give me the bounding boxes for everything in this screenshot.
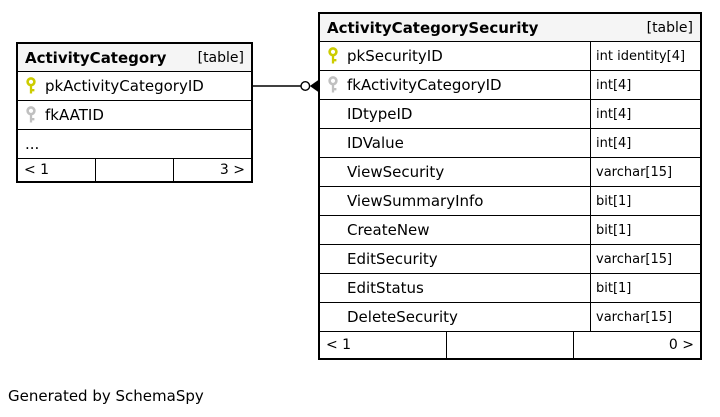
primary-key-icon: [26, 77, 36, 94]
table-row: pkSecurityID int identity[4]: [320, 42, 700, 71]
column-cell: EditStatus: [320, 274, 590, 302]
column-name: IDValue: [347, 134, 404, 152]
column-cell: CreateNew: [320, 216, 590, 244]
column-type: int[4]: [590, 71, 700, 99]
pager-spacer: [446, 332, 574, 358]
table-row-ellipsis: ...: [18, 130, 251, 159]
table-row: CreateNew bit[1]: [320, 216, 700, 245]
relationship-connector: [253, 80, 318, 92]
column-name: CreateNew: [347, 221, 430, 239]
column-type: varchar[15]: [590, 158, 700, 186]
table-row: ViewSummaryInfo bit[1]: [320, 187, 700, 216]
column-name: ViewSecurity: [347, 163, 445, 181]
column-cell: fkAATID: [18, 101, 251, 129]
column-name: pkActivityCategoryID: [45, 77, 204, 95]
column-cell: pkSecurityID: [320, 42, 590, 70]
column-cell: EditSecurity: [320, 245, 590, 273]
parents-count: < 1: [24, 162, 50, 178]
table-row: IDValue int[4]: [320, 129, 700, 158]
many-arrowhead-icon: [309, 80, 318, 92]
table-row: fkAATID: [18, 101, 251, 130]
relationship-count-bar: < 1 0 >: [320, 332, 700, 358]
pager-spacer: [95, 159, 174, 181]
column-name: DeleteSecurity: [347, 308, 458, 326]
column-cell: DeleteSecurity: [320, 303, 590, 331]
column-type: int[4]: [590, 129, 700, 157]
table-row: EditSecurity varchar[15]: [320, 245, 700, 274]
table-header[interactable]: ActivityCategory [table]: [18, 44, 251, 72]
table-row: DeleteSecurity varchar[15]: [320, 303, 700, 332]
children-count: 0 >: [668, 337, 694, 353]
table-title[interactable]: ActivityCategorySecurity: [327, 18, 539, 37]
column-name: fkActivityCategoryID: [347, 76, 502, 94]
table-row: fkActivityCategoryID int[4]: [320, 71, 700, 100]
table-node-activitycategory[interactable]: ActivityCategory [table] pkActivityCateg…: [16, 42, 253, 183]
table-type-tag: [table]: [197, 49, 244, 66]
column-cell: ViewSecurity: [320, 158, 590, 186]
column-type: int identity[4]: [590, 42, 700, 70]
table-header[interactable]: ActivityCategorySecurity [table]: [320, 14, 700, 42]
children-count: 3 >: [219, 162, 245, 178]
parents-count: < 1: [326, 337, 352, 353]
column-name: pkSecurityID: [347, 47, 443, 65]
table-row: IDtypeID int[4]: [320, 100, 700, 129]
column-cell: ViewSummaryInfo: [320, 187, 590, 215]
column-type: bit[1]: [590, 216, 700, 244]
table-node-activitycategorysecurity[interactable]: ActivityCategorySecurity [table] pkSecur…: [318, 12, 702, 360]
column-cell: pkActivityCategoryID: [18, 72, 251, 100]
column-type: varchar[15]: [590, 245, 700, 273]
column-name: EditStatus: [347, 279, 424, 297]
column-cell: ...: [18, 130, 251, 158]
generated-by-note: Generated by SchemaSpy: [8, 387, 204, 405]
column-name: EditSecurity: [347, 250, 438, 268]
column-type: bit[1]: [590, 187, 700, 215]
primary-key-icon: [328, 47, 338, 64]
column-name: ViewSummaryInfo: [347, 192, 484, 210]
table-row: EditStatus bit[1]: [320, 274, 700, 303]
column-type: bit[1]: [590, 274, 700, 302]
table-row: ViewSecurity varchar[15]: [320, 158, 700, 187]
column-name: IDtypeID: [347, 105, 413, 123]
relationship-count-bar: < 1 3 >: [18, 159, 251, 181]
column-type: varchar[15]: [590, 303, 700, 331]
table-title[interactable]: ActivityCategory: [25, 48, 167, 67]
table-row: pkActivityCategoryID: [18, 72, 251, 101]
hidden-columns-ellipsis: ...: [25, 135, 40, 153]
column-cell: fkActivityCategoryID: [320, 71, 590, 99]
column-name: fkAATID: [45, 106, 104, 124]
optional-cardinality-circle: [300, 80, 311, 92]
foreign-key-icon: [328, 76, 338, 93]
table-type-tag: [table]: [646, 19, 693, 36]
column-cell: IDtypeID: [320, 100, 590, 128]
column-cell: IDValue: [320, 129, 590, 157]
foreign-key-icon: [26, 106, 36, 123]
column-type: int[4]: [590, 100, 700, 128]
